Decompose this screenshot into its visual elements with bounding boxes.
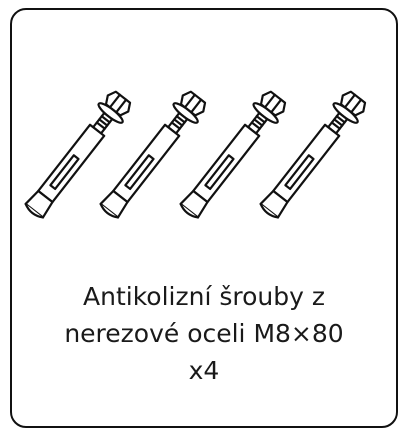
caption-line-2: nerezové oceli M8×80 <box>64 319 344 348</box>
caption-line-1: Antikolizní šrouby z <box>83 282 325 311</box>
product-caption: Antikolizní šrouby z nerezové oceli M8×8… <box>10 278 398 389</box>
product-card <box>10 8 398 428</box>
caption-line-3: x4 <box>188 356 220 385</box>
anchor-bolts-illustration <box>20 86 371 224</box>
